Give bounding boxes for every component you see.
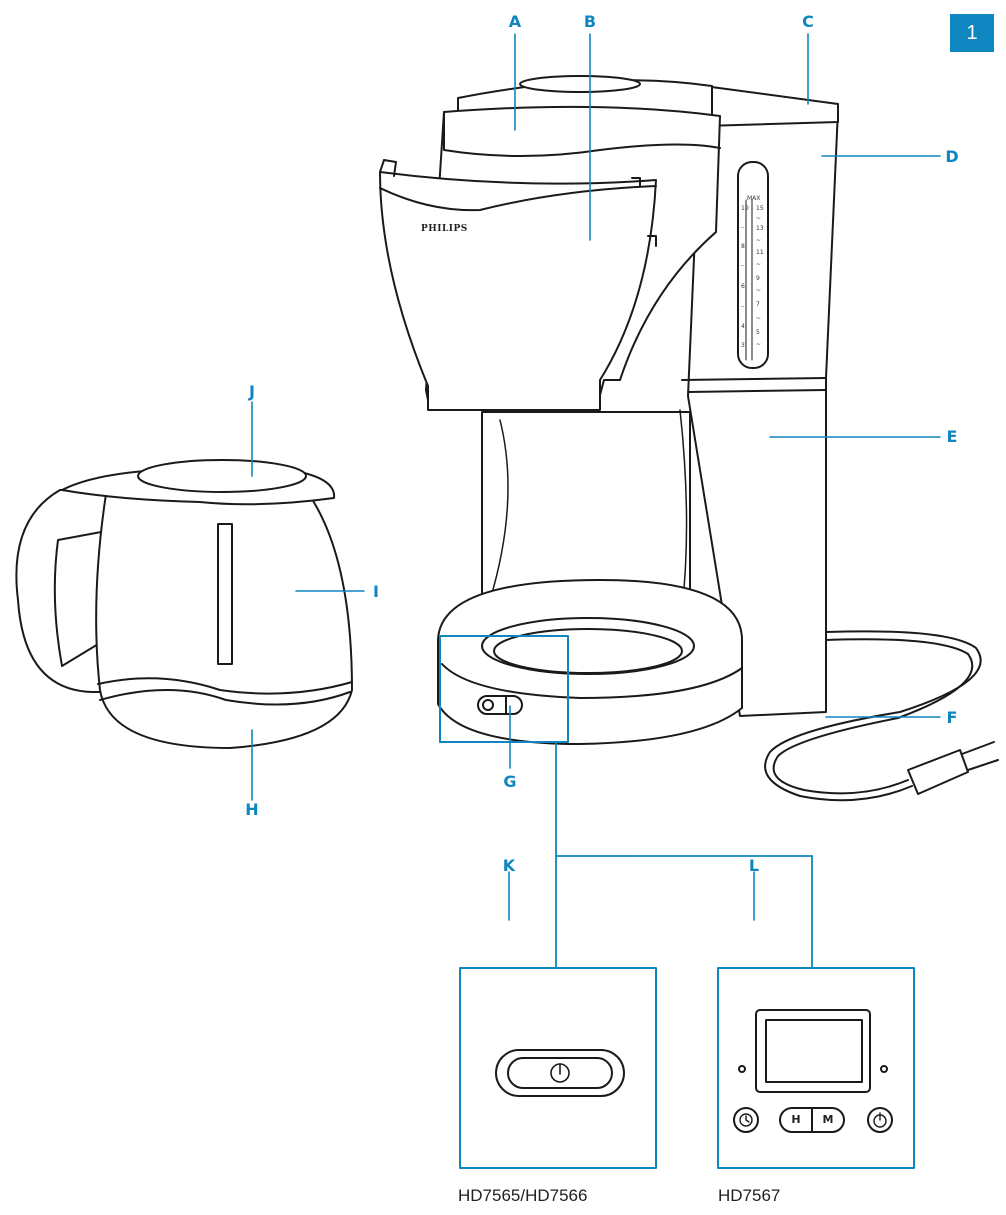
minutes-button-label: M bbox=[822, 1113, 834, 1126]
panel-k-frame bbox=[459, 967, 657, 1169]
leader-lines bbox=[251, 33, 941, 921]
power-cord bbox=[764, 630, 999, 802]
connector-lines bbox=[555, 741, 813, 969]
caption-model-k: HD7565/HD7566 bbox=[458, 1186, 588, 1205]
clock-icon bbox=[739, 1113, 753, 1127]
display-screen bbox=[765, 1019, 863, 1083]
tank-top bbox=[703, 85, 839, 127]
callout-c: C bbox=[802, 12, 814, 31]
page-number: 1 bbox=[966, 21, 978, 44]
callout-b: B bbox=[583, 12, 597, 31]
jug-water-line bbox=[97, 677, 353, 695]
jug-body bbox=[95, 486, 353, 749]
brand-label: PHILIPS bbox=[421, 224, 468, 234]
panel-g-frame bbox=[439, 635, 569, 743]
jug-handle bbox=[15, 489, 119, 693]
jug bbox=[15, 459, 353, 749]
power-icon bbox=[873, 1112, 887, 1128]
gauge-max: MAX bbox=[747, 195, 761, 202]
callout-h: H bbox=[245, 800, 259, 819]
plug bbox=[907, 749, 969, 795]
coffee-maker bbox=[379, 75, 839, 745]
callout-i: I bbox=[373, 582, 379, 601]
indicator-left bbox=[738, 1065, 746, 1073]
callout-l: L bbox=[748, 856, 760, 875]
callout-k: K bbox=[502, 856, 516, 875]
callout-g: G bbox=[503, 772, 517, 791]
hours-button-label: H bbox=[791, 1113, 801, 1126]
indicator-right bbox=[880, 1065, 888, 1073]
callout-j: J bbox=[249, 382, 255, 401]
caption-model-l: HD7567 bbox=[718, 1186, 781, 1205]
callout-f: F bbox=[946, 708, 958, 727]
callout-d: D bbox=[945, 147, 959, 166]
callout-a: A bbox=[508, 12, 522, 31]
swing-filter bbox=[379, 171, 657, 411]
page-badge-bg bbox=[950, 14, 994, 52]
callout-e: E bbox=[946, 427, 958, 446]
power-icon bbox=[550, 1063, 570, 1083]
panel-l-frame bbox=[717, 967, 915, 1169]
